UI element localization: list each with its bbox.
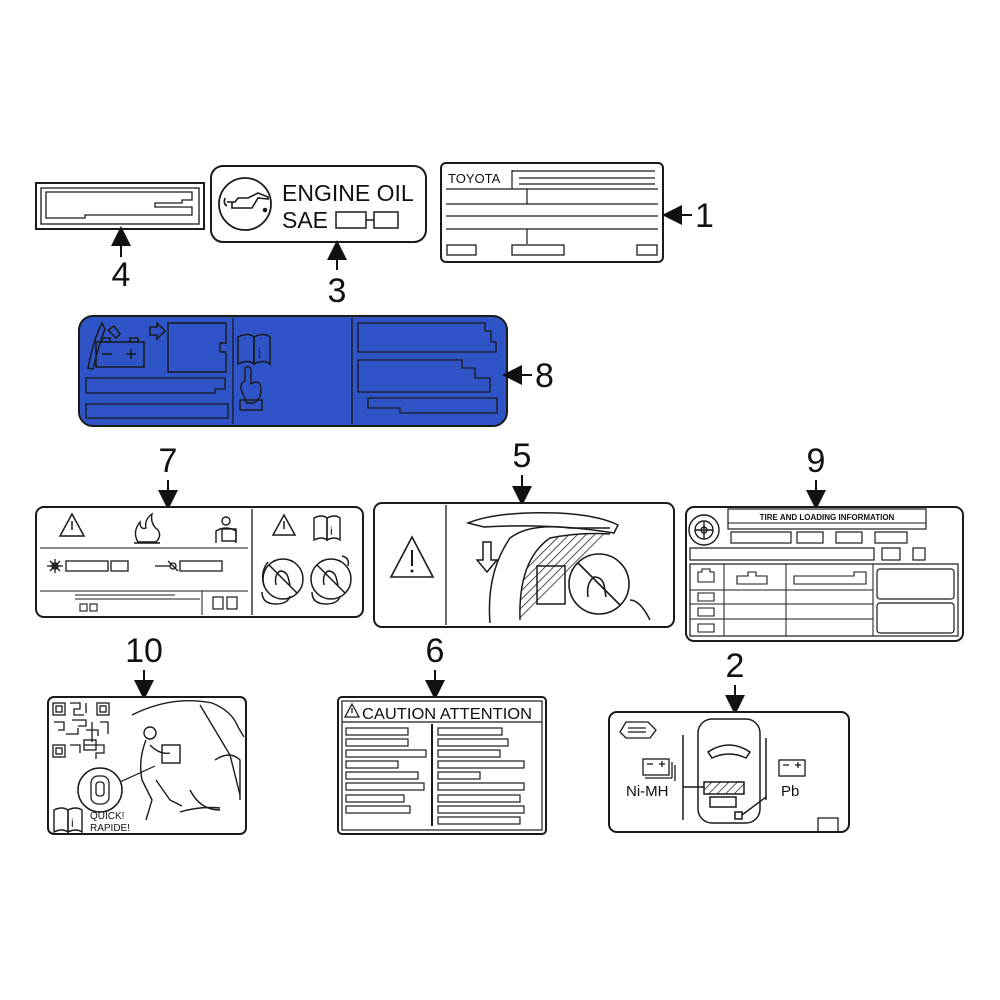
tailgate-illustration <box>465 511 651 624</box>
part-3-engine-oil-label[interactable]: ENGINE OIL SAE <box>210 165 427 243</box>
tire-icon <box>688 514 720 546</box>
battery-icon <box>642 758 676 781</box>
warning-triangle-icon <box>343 702 361 718</box>
qr-code-icon <box>52 702 110 759</box>
ni-mh-text: Ni-MH <box>626 783 669 800</box>
warning-triangle-icon <box>271 513 297 536</box>
quick-text: QUICK! <box>90 811 124 822</box>
battery-icon <box>778 759 806 777</box>
sae-text: SAE <box>282 207 328 233</box>
person-manual-icon <box>215 516 237 543</box>
person-loading-illustration <box>131 700 245 821</box>
no-spark-icon <box>155 560 179 572</box>
callout-number-3: 3 <box>328 272 347 310</box>
engine-oil-text: ENGINE OIL <box>282 180 414 206</box>
callout-number-1: 1 <box>695 197 714 235</box>
callout-number-6: 6 <box>426 632 445 670</box>
callout-number-10: 10 <box>125 632 163 670</box>
callout-number-7: 7 <box>159 442 178 480</box>
callout-number-9: 9 <box>807 442 826 480</box>
toyota-text: TOYOTA <box>448 171 501 186</box>
warning-triangle-icon <box>58 512 86 537</box>
part-1-vehicle-id-label[interactable]: TOYOTA <box>440 162 664 263</box>
part-5-tailgate-caution-label[interactable] <box>373 502 675 628</box>
hand-icon <box>239 365 263 411</box>
warning-triangle-icon <box>389 535 435 578</box>
door-handle-icon <box>90 775 110 805</box>
caution-text-blocks <box>345 727 525 825</box>
no-hand-icon <box>568 553 630 615</box>
part-10-quick-label[interactable]: i QUICK! RAPIDE! <box>47 696 247 835</box>
manual-book-icon: i <box>53 807 83 834</box>
part-4-label[interactable] <box>35 182 205 230</box>
rapide-text: RAPIDE! <box>90 823 130 834</box>
svg-text:i: i <box>258 345 261 361</box>
part-2-hybrid-battery-label[interactable]: Ni-MH Pb <box>608 711 850 833</box>
no-hand-icon <box>261 558 304 605</box>
manual-book-icon: i <box>237 333 271 366</box>
fire-icon <box>134 512 161 544</box>
battery-icon <box>87 321 145 370</box>
callout-number-5: 5 <box>513 437 532 475</box>
pb-text: Pb <box>781 783 799 800</box>
arrow-down-icon <box>475 541 499 574</box>
oil-can-icon <box>223 192 269 213</box>
manual-book-icon: i <box>313 515 341 542</box>
detail-circle <box>77 767 123 813</box>
spark-icon <box>47 559 63 573</box>
no-hand-icon <box>310 555 352 605</box>
part-6-caution-attention-label[interactable]: CAUTION ATTENTION <box>337 696 547 835</box>
tire-loading-header: TIRE AND LOADING INFORMATION <box>760 513 895 522</box>
caution-attention-header: CAUTION ATTENTION <box>362 706 532 723</box>
arrow-right-icon <box>149 321 167 341</box>
car-topview-illustration <box>682 718 767 824</box>
svg-text:i: i <box>330 524 333 538</box>
callout-number-8: 8 <box>535 357 554 395</box>
svg-text:i: i <box>71 816 74 830</box>
part-7-battery-warning-label[interactable]: i <box>35 506 364 618</box>
callout-number-2: 2 <box>726 647 745 685</box>
part-9-tire-loading-label[interactable]: TIRE AND LOADING INFORMATION <box>685 506 964 642</box>
part-8-battery-label[interactable]: i <box>78 315 508 427</box>
oil-can-badge <box>218 177 272 231</box>
manual-book-icon <box>619 721 657 739</box>
callout-number-4: 4 <box>112 256 131 294</box>
